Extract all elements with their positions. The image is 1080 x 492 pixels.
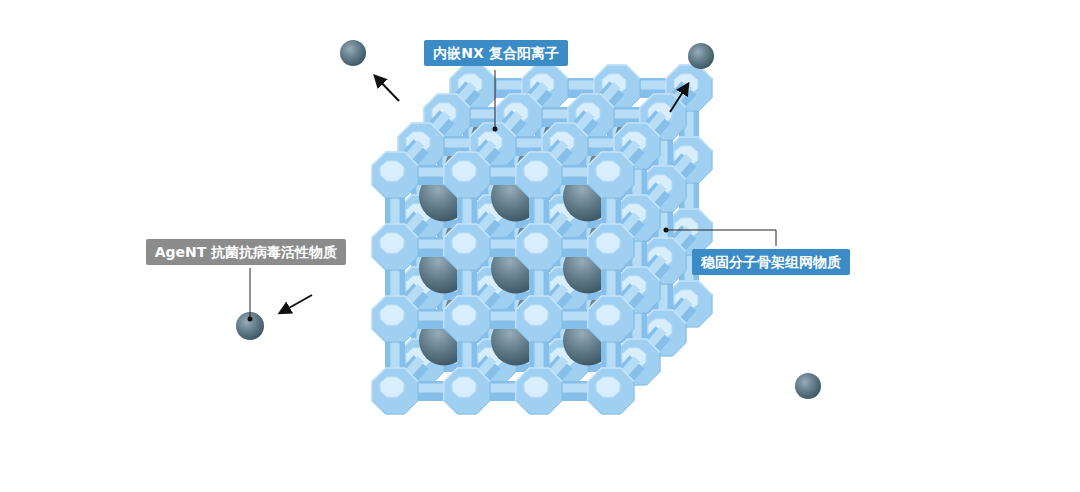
leader-dot: [493, 127, 498, 132]
cage-node: [588, 152, 634, 198]
cage-facet: [380, 377, 404, 397]
cage-facet: [588, 152, 634, 185]
cage-node: [516, 368, 562, 414]
cage-facet: [596, 161, 620, 181]
cage-facet: [516, 368, 562, 401]
cation-ball: [795, 373, 821, 399]
cage-facet: [524, 233, 548, 253]
leader-line: [250, 268, 251, 318]
cage-node: [444, 296, 490, 342]
callout-label: 稳固分子骨架组网物质: [701, 254, 841, 270]
cage-facet: [380, 305, 404, 325]
cage-facet: [588, 368, 634, 401]
release-arrow: [280, 295, 312, 313]
callout-box: AgeNT 抗菌抗病毒活性物质: [146, 239, 347, 265]
cage-facet: [372, 296, 418, 329]
cage-node: [588, 296, 634, 342]
cage-node: [372, 224, 418, 270]
cage-node: [372, 296, 418, 342]
callout-box: 稳固分子骨架组网物质: [692, 249, 850, 275]
cage-facet: [516, 152, 562, 185]
cage-facet: [516, 296, 562, 329]
cage-node: [444, 152, 490, 198]
leader-line: [667, 230, 776, 246]
cage-facet: [372, 224, 418, 257]
cage-node: [444, 224, 490, 270]
cage-facet: [452, 161, 476, 181]
cage-node: [516, 152, 562, 198]
cage-facet: [452, 377, 476, 397]
leader-lines: [248, 70, 777, 322]
cage-node: [444, 368, 490, 414]
callout-box: 内嵌NX 复合阳离子: [424, 40, 567, 66]
cage-facet: [380, 161, 404, 181]
release-arrow: [670, 84, 688, 112]
cage-facet: [372, 368, 418, 401]
cage-facet: [588, 224, 634, 257]
leader-dot: [664, 228, 669, 233]
cage-facet: [444, 152, 490, 185]
cage-node: [588, 368, 634, 414]
cage-facet: [524, 305, 548, 325]
molecular-framework: [372, 65, 712, 414]
cage-facet: [596, 233, 620, 253]
cation-ball: [340, 40, 366, 66]
cage-facet: [452, 233, 476, 253]
cage-facet: [596, 377, 620, 397]
cage-facet: [588, 296, 634, 329]
cage-facet: [452, 305, 476, 325]
cage-facet: [524, 161, 548, 181]
leader-line: [495, 70, 496, 128]
cage-node: [588, 224, 634, 270]
callout-label: AgeNT 抗菌抗病毒活性物质: [155, 244, 338, 260]
cage-facet: [596, 305, 620, 325]
cage-node: [516, 224, 562, 270]
cage-facet: [372, 152, 418, 185]
cage-node: [372, 152, 418, 198]
callout-label: 内嵌NX 复合阳离子: [433, 45, 558, 61]
cage-facet: [444, 224, 490, 257]
leader-dot: [248, 317, 253, 322]
cage-facet: [380, 233, 404, 253]
cage-facet: [444, 296, 490, 329]
cage-facet: [516, 224, 562, 257]
cage-facet: [524, 377, 548, 397]
cage-node: [516, 296, 562, 342]
release-arrow: [375, 76, 399, 101]
cage-facet: [444, 368, 490, 401]
cage-node: [372, 368, 418, 414]
free-particles: [236, 40, 821, 399]
cation-ball: [688, 43, 714, 69]
